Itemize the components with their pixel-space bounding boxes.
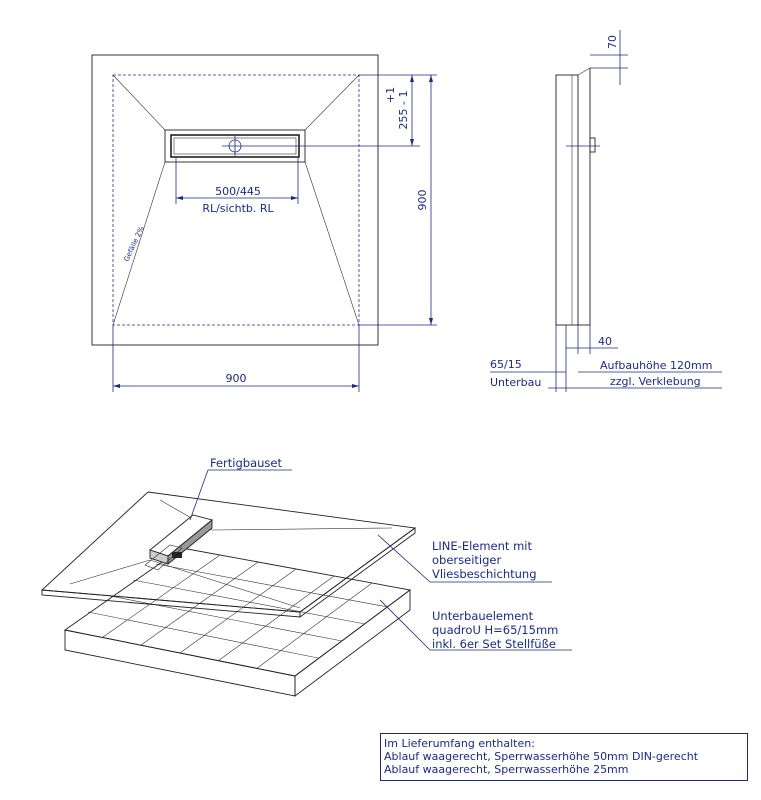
delivery-info-box: Im Lieferumfang enthalten: Ablauf waager… bbox=[380, 733, 748, 781]
slope-line bbox=[112, 161, 166, 326]
dim-40: 40 bbox=[598, 335, 612, 348]
iso-view: Fertigbauset LINE-Element mit oberseitig… bbox=[40, 456, 572, 697]
side-profile bbox=[555, 74, 579, 326]
dim-drain-pos: 255 - 1 bbox=[397, 91, 410, 130]
label-unterbau-2: quadroU H=65/15mm bbox=[432, 623, 558, 637]
slope-line bbox=[112, 74, 166, 131]
aufbau-line1: Aufbauhöhe 120mm bbox=[600, 359, 712, 372]
dim-top: 70 bbox=[606, 35, 619, 49]
dim-drain-tol: +1 bbox=[384, 87, 397, 103]
slope-label: Gefälle 2% bbox=[123, 225, 146, 263]
tray-inner-dashed bbox=[112, 74, 360, 326]
label-unterbau-1: Unterbauelement bbox=[432, 609, 534, 623]
label-line-element-3: Vliesbeschichtung bbox=[432, 567, 537, 581]
delivery-line-3: Ablauf waagerecht, Sperrwasserhöhe 25mm bbox=[384, 763, 629, 776]
label-unterbau-3: inkl. 6er Set Stellfüße bbox=[432, 637, 556, 651]
side-view: 70 40 65/15 Unterbau Aufbauhöhe 120mm zz… bbox=[490, 30, 722, 392]
label-line-element-2: oberseitiger bbox=[432, 553, 501, 567]
dim-drain-sub: RL/sichtb. RL bbox=[202, 202, 274, 215]
dim-height: 900 bbox=[416, 190, 429, 211]
dim-width: 900 bbox=[226, 372, 247, 385]
delivery-line-1: Im Lieferumfang enthalten: bbox=[384, 737, 535, 750]
aufbau-line2: zzgl. Verklebung bbox=[610, 375, 701, 388]
tray-outline bbox=[91, 54, 379, 346]
tray-top bbox=[40, 491, 417, 613]
side-outlet bbox=[589, 137, 596, 153]
delivery-line-2: Ablauf waagerecht, Sperrwasserhöhe 50mm … bbox=[384, 750, 699, 763]
dim-unterbau-label: Unterbau bbox=[490, 376, 541, 389]
label-fertigbauset: Fertigbauset bbox=[210, 456, 282, 470]
plan-view: 500/445 RL/sichtb. RL Gefälle 2% 900 900… bbox=[91, 54, 437, 392]
slope-line bbox=[304, 161, 360, 326]
dim-unterbau-value: 65/15 bbox=[490, 358, 522, 371]
label-line-element-1: LINE-Element mit bbox=[432, 539, 532, 553]
dim-drain-length: 500/445 bbox=[215, 185, 261, 198]
slope-line bbox=[304, 74, 360, 131]
